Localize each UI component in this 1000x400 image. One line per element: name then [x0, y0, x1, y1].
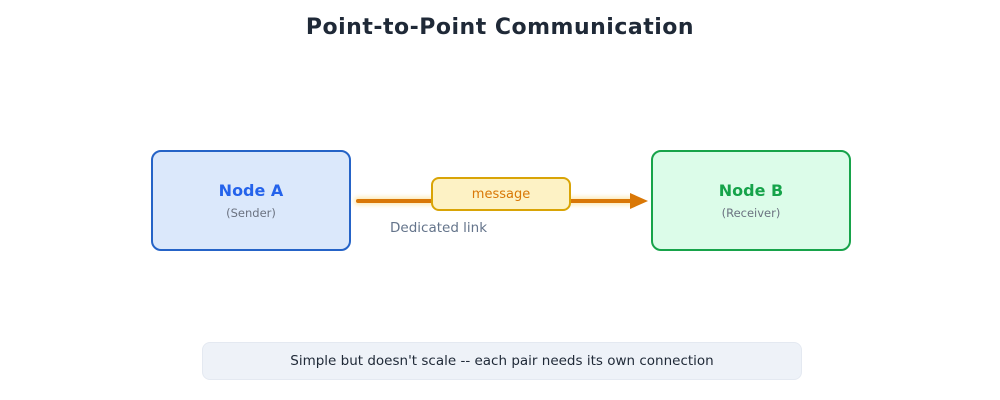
footnote-text: Simple but doesn't scale -- each pair ne…: [290, 353, 714, 369]
message-pill: message: [431, 177, 571, 211]
node-b-sublabel: (Receiver): [721, 206, 781, 220]
footnote-box: Simple but doesn't scale -- each pair ne…: [202, 342, 802, 380]
link-arrowhead-icon: [630, 193, 648, 209]
dedicated-link-label: Dedicated link: [390, 220, 488, 236]
diagram-title: Point-to-Point Communication: [305, 15, 695, 40]
node-b-label: Node B: [718, 181, 784, 200]
node-b-box: Node B (Receiver): [651, 150, 851, 251]
node-a-sublabel: (Sender): [226, 206, 276, 220]
message-pill-label: message: [471, 186, 531, 202]
node-a-label: Node A: [218, 181, 284, 200]
node-a-box: Node A (Sender): [151, 150, 351, 251]
